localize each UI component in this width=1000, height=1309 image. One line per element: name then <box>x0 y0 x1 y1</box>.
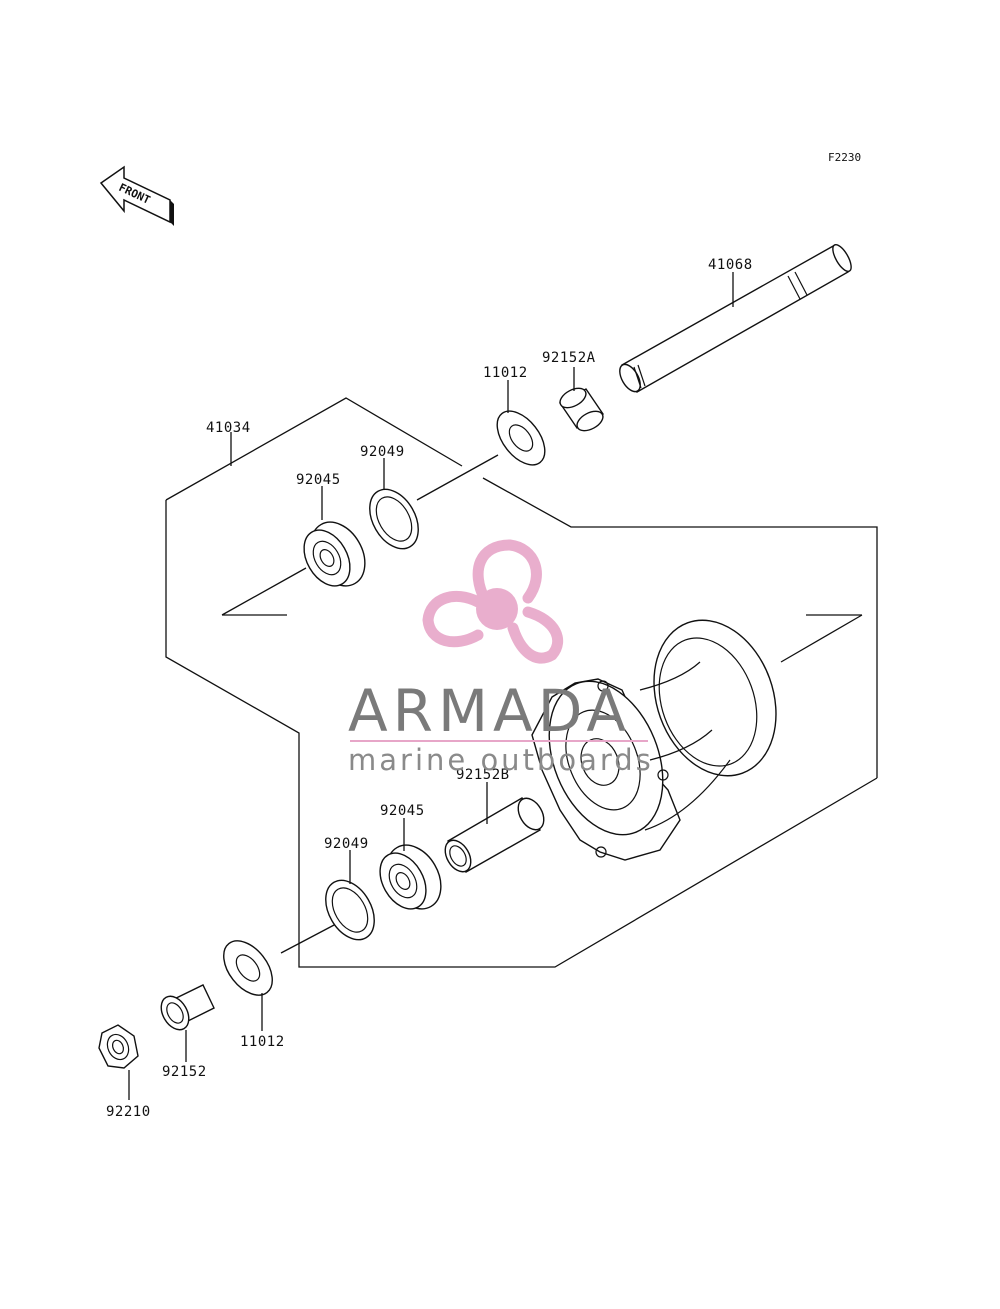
figure-code: F2230 <box>828 151 861 164</box>
seal-upper-part <box>496 380 546 466</box>
callout-11012-upper: 11012 <box>483 365 528 381</box>
callout-92045-upper: 92045 <box>296 472 341 488</box>
collar-a-part <box>558 367 605 432</box>
callout-92152: 92152 <box>162 1064 207 1080</box>
nut-part <box>98 1024 139 1100</box>
collar-b-part <box>444 782 545 873</box>
center-lines <box>221 454 863 954</box>
callout-11012-lower: 11012 <box>240 1034 285 1050</box>
oil-seal-upper-part <box>369 458 419 550</box>
bearing-upper-part <box>303 486 366 587</box>
armada-watermark: ARMADA marine outboards <box>348 539 654 777</box>
front-arrow-icon: FRONT <box>99 165 174 226</box>
oil-seal-lower-part <box>325 850 375 941</box>
callout-92152b: 92152B <box>456 767 510 783</box>
callout-92210: 92210 <box>106 1104 151 1120</box>
propeller-logo-icon <box>422 539 564 664</box>
callout-41068: 41068 <box>708 257 753 273</box>
callout-41034: 41034 <box>206 420 251 436</box>
collar-lower-part <box>160 984 215 1062</box>
seal-lower-part <box>223 940 273 1031</box>
watermark-tagline: marine outboards <box>348 743 654 777</box>
callout-92049-upper: 92049 <box>360 444 405 460</box>
callout-92045-lower: 92045 <box>380 803 425 819</box>
hub-assembly-bracket <box>165 397 878 968</box>
axle-part <box>619 243 852 393</box>
callout-92152a: 92152A <box>542 350 596 366</box>
watermark-brand: ARMADA <box>348 677 631 745</box>
callout-92049-lower: 92049 <box>324 836 369 852</box>
bearing-lower-part <box>379 818 442 910</box>
wheel-hub-part <box>531 619 777 861</box>
